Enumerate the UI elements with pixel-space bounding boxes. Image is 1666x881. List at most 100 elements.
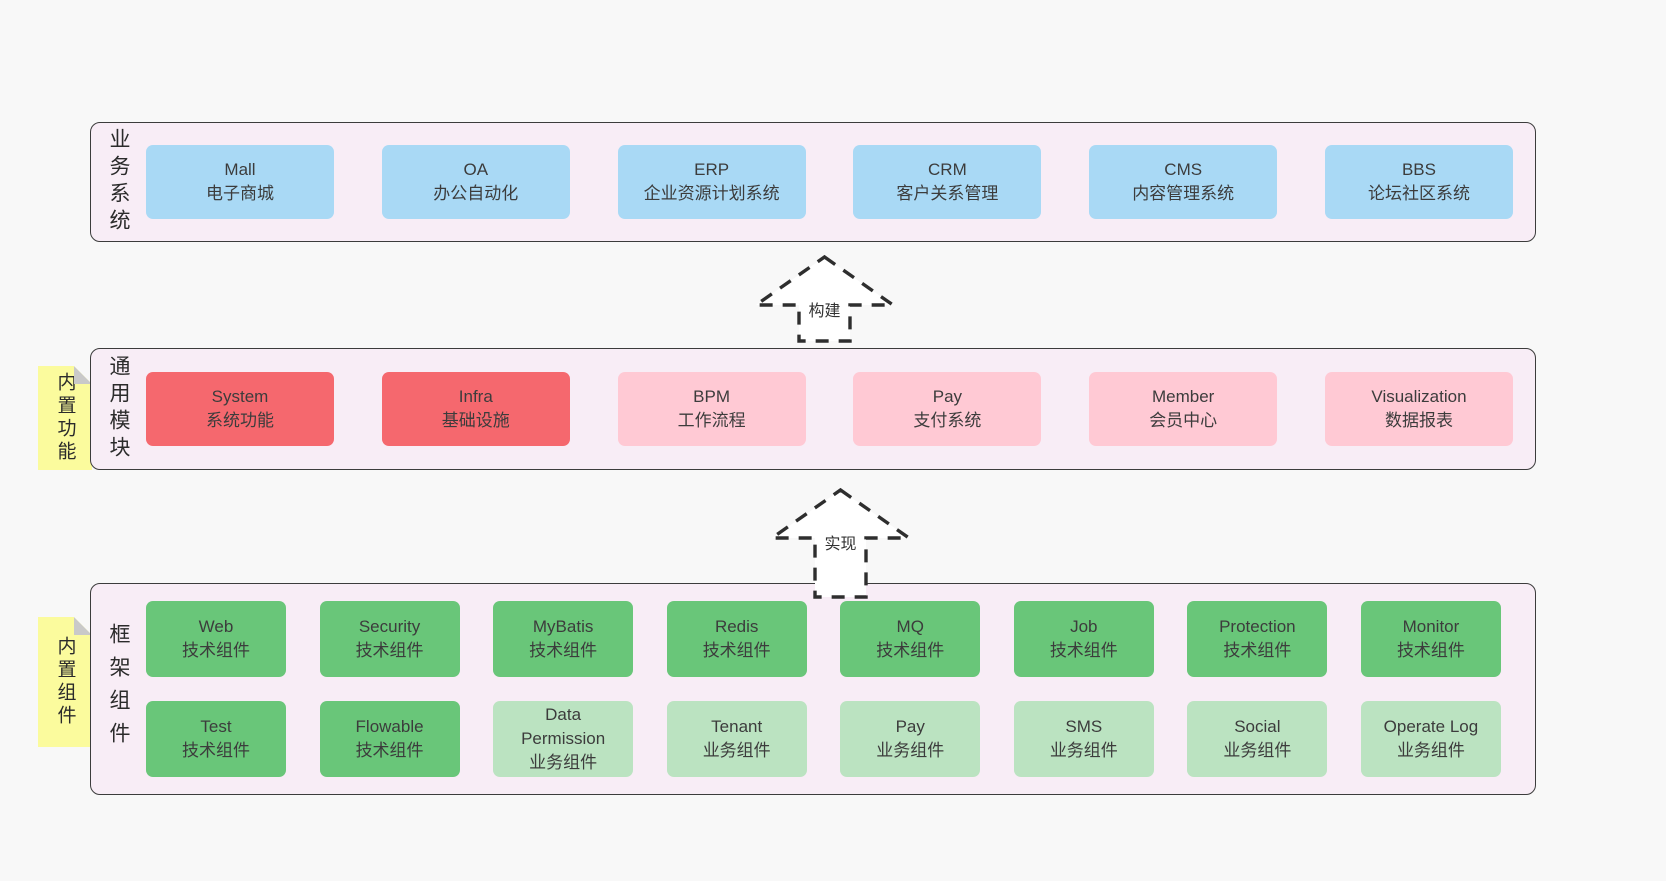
box-tenant: Tenant 业务组件 [666, 701, 807, 777]
box-subtitle: 支付系统 [913, 411, 982, 430]
box-bpm: BPM 工作流程 [617, 372, 806, 446]
box-data-permission: Data Permission 业务组件 [493, 701, 634, 777]
box-subtitle: 系统功能 [206, 411, 274, 430]
build-arrow-label: 构建 [804, 296, 845, 322]
box-subtitle: 技术组件 [355, 741, 424, 760]
box-title: System [211, 387, 269, 407]
box-bbs: BBS 论坛社区系统 [1324, 145, 1513, 219]
note-text: 内置功能 [54, 372, 76, 464]
box-title: CRM [928, 160, 967, 180]
box-subtitle: 电子商城 [206, 184, 274, 203]
box-subtitle: 会员中心 [1149, 411, 1218, 430]
box-title: Monitor [1402, 617, 1460, 637]
box-subtitle: 技术组件 [529, 641, 598, 660]
box-flowable: Flowable 技术组件 [319, 701, 460, 777]
builtin-components-note: 内置组件 [38, 617, 92, 747]
box-subtitle: 技术组件 [702, 641, 771, 660]
box-subtitle: 办公自动化 [433, 184, 519, 203]
box-subtitle: 技术组件 [355, 641, 424, 660]
box-subtitle: 企业资源计划系统 [643, 184, 780, 203]
box-title: Mall [224, 160, 256, 180]
box-subtitle: 技术组件 [182, 741, 250, 760]
box-title: MQ [896, 617, 924, 637]
box-operate-log: Operate Log 业务组件 [1360, 701, 1501, 777]
box-mall: Mall 电子商城 [146, 145, 334, 219]
components-panel-label: 框架组件 [107, 623, 130, 755]
box-title: Pay [895, 717, 925, 737]
box-pay-component: Pay 业务组件 [840, 701, 981, 777]
box-subtitle: 业务组件 [1396, 741, 1465, 760]
box-title: Protection [1219, 617, 1296, 637]
box-title: Infra [458, 387, 493, 407]
box-subtitle: 工作流程 [677, 411, 746, 430]
box-title: Test [200, 717, 232, 737]
box-protection: Protection 技术组件 [1187, 601, 1328, 677]
implement-arrow-label: 实现 [820, 529, 861, 555]
box-title: Pay [932, 387, 963, 407]
box-subtitle: 内容管理系统 [1132, 184, 1235, 203]
box-social: Social 业务组件 [1187, 701, 1328, 777]
note-text: 内置组件 [54, 636, 76, 728]
business-systems-panel: 业务系统 Mall 电子商城 OA 办公自动化 ERP 企业资源计划系统 CRM… [90, 122, 1536, 242]
box-title: Visualization [1371, 387, 1467, 407]
business-panel-label: 业务系统 [107, 128, 130, 236]
box-erp: ERP 企业资源计划系统 [617, 145, 806, 219]
box-title: Data Permission [521, 705, 606, 749]
box-mybatis: MyBatis 技术组件 [493, 601, 634, 677]
box-title: ERP [694, 160, 730, 180]
box-crm: CRM 客户关系管理 [853, 145, 1042, 219]
box-title: Web [198, 617, 234, 637]
business-box-row: Mall 电子商城 OA 办公自动化 ERP 企业资源计划系统 CRM 客户关系… [146, 123, 1513, 241]
box-subtitle: 技术组件 [876, 641, 945, 660]
box-title: Redis [714, 617, 759, 637]
box-subtitle: 业务组件 [876, 741, 945, 760]
components-rows: Web 技术组件 Security 技术组件 MyBatis 技术组件 Redi… [146, 584, 1501, 794]
box-subtitle: 技术组件 [1049, 641, 1118, 660]
box-test: Test 技术组件 [146, 701, 286, 777]
box-subtitle: 论坛社区系统 [1367, 184, 1470, 203]
box-title: Security [358, 617, 421, 637]
box-title: Tenant [711, 717, 763, 737]
modules-box-row: System 系统功能 Infra 基础设施 BPM 工作流程 Pay 支付系统… [146, 349, 1513, 469]
box-subtitle: 技术组件 [1396, 641, 1465, 660]
box-sms: SMS 业务组件 [1013, 701, 1154, 777]
box-title: Flowable [355, 717, 424, 737]
box-redis: Redis 技术组件 [666, 601, 807, 677]
box-title: BBS [1401, 160, 1436, 180]
box-subtitle: 技术组件 [182, 641, 250, 660]
modules-panel-label: 通用模块 [107, 355, 130, 463]
box-job: Job 技术组件 [1013, 601, 1154, 677]
box-subtitle: 业务组件 [1223, 741, 1292, 760]
box-title: Job [1070, 617, 1098, 637]
box-subtitle: 数据报表 [1384, 411, 1453, 430]
framework-components-panel: 框架组件 Web 技术组件 Security 技术组件 MyBatis 技术组件… [90, 583, 1536, 795]
box-security: Security 技术组件 [319, 601, 460, 677]
box-title: BPM [693, 387, 731, 407]
box-subtitle: 基础设施 [441, 411, 510, 430]
implement-arrow: 实现 [768, 487, 913, 600]
box-subtitle: 业务组件 [1049, 741, 1118, 760]
box-title: Social [1234, 717, 1281, 737]
box-title: SMS [1065, 717, 1103, 737]
box-subtitle: 业务组件 [702, 741, 771, 760]
build-arrow: 构建 [752, 254, 897, 344]
box-oa: OA 办公自动化 [381, 145, 570, 219]
box-title: Member [1152, 387, 1215, 407]
box-web: Web 技术组件 [146, 601, 286, 677]
box-infra: Infra 基础设施 [381, 372, 570, 446]
box-system: System 系统功能 [146, 372, 334, 446]
box-visualization: Visualization 数据报表 [1324, 372, 1513, 446]
box-mq: MQ 技术组件 [840, 601, 981, 677]
box-title: OA [463, 160, 489, 180]
box-subtitle: 技术组件 [1223, 641, 1292, 660]
components-row-1: Web 技术组件 Security 技术组件 MyBatis 技术组件 Redi… [146, 601, 1501, 677]
common-modules-panel: 通用模块 System 系统功能 Infra 基础设施 BPM 工作流程 Pay… [90, 348, 1536, 470]
builtin-features-note: 内置功能 [38, 366, 92, 470]
box-subtitle: 客户关系管理 [896, 184, 999, 203]
box-title: Operate Log [1383, 717, 1479, 737]
box-title: MyBatis [532, 617, 594, 637]
box-title: CMS [1164, 160, 1203, 180]
box-subtitle: 业务组件 [529, 752, 598, 772]
box-pay-module: Pay 支付系统 [853, 372, 1042, 446]
